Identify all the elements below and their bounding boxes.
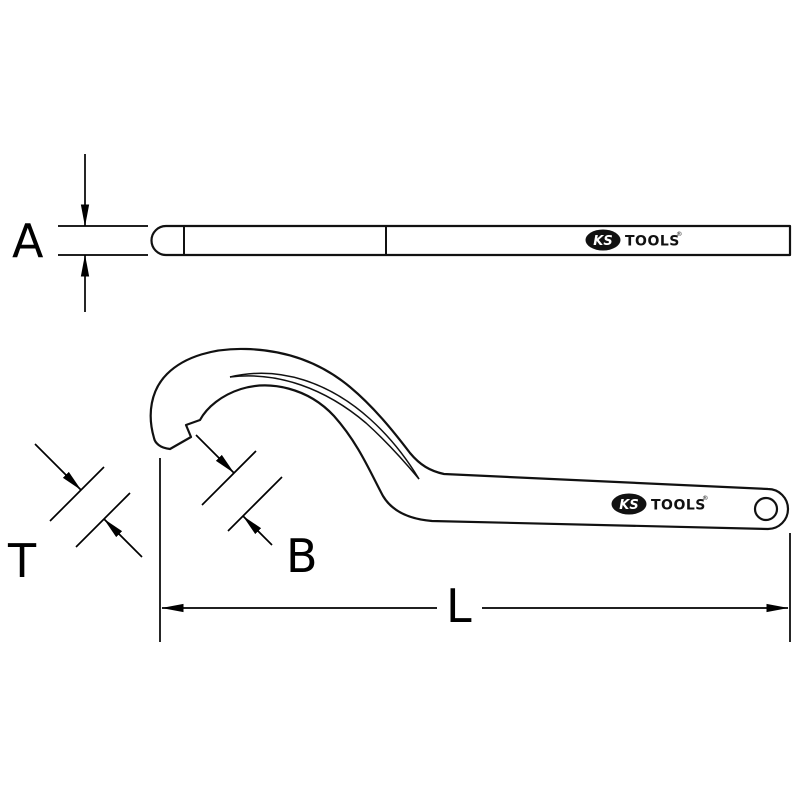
- dim-b-arrow-1: [195, 434, 235, 474]
- ks-tools-logo-side-view: KS TOOLS ®: [585, 229, 683, 251]
- ks-logo-text: KS: [619, 498, 638, 513]
- dim-b-label: B: [286, 529, 318, 583]
- front-view-outline: [149, 347, 790, 531]
- dim-t-extension-1: [49, 466, 105, 522]
- dim-t-label: T: [7, 534, 37, 588]
- hook-groove-upper: [229, 372, 420, 480]
- dimension-t: T: [7, 443, 143, 588]
- dim-t-arrow-1: [34, 443, 82, 491]
- dimension-a: A: [12, 154, 148, 312]
- wrench-front-view: KS TOOLS ®: [149, 347, 790, 531]
- hook-groove-lower: [229, 375, 420, 480]
- ks-tools-logo-front-view: KS TOOLS ®: [611, 493, 709, 515]
- dim-b-extension-1: [201, 450, 257, 506]
- dim-b-extension-2: [227, 476, 283, 532]
- dim-t-arrow-2: [103, 518, 143, 558]
- registered-mark-icon: ®: [702, 494, 709, 502]
- dim-t-extension-2: [75, 492, 131, 548]
- dimension-l: L: [159, 458, 791, 642]
- ks-logo-text: KS: [593, 234, 612, 249]
- registered-mark-icon: ®: [676, 230, 683, 238]
- side-view-outline: [150, 224, 792, 257]
- tools-logo-text: TOOLS: [651, 498, 706, 514]
- dimension-b: B: [195, 434, 318, 583]
- ks-logo-oval: [611, 493, 647, 515]
- dim-b-arrow-2: [242, 515, 273, 546]
- handle-hole: [753, 496, 779, 522]
- wrench-side-view: KS TOOLS ®: [150, 224, 792, 257]
- dim-a-label: A: [12, 214, 44, 268]
- tools-logo-text: TOOLS: [625, 234, 680, 250]
- ks-logo-oval: [585, 229, 621, 251]
- dim-l-label: L: [446, 579, 472, 633]
